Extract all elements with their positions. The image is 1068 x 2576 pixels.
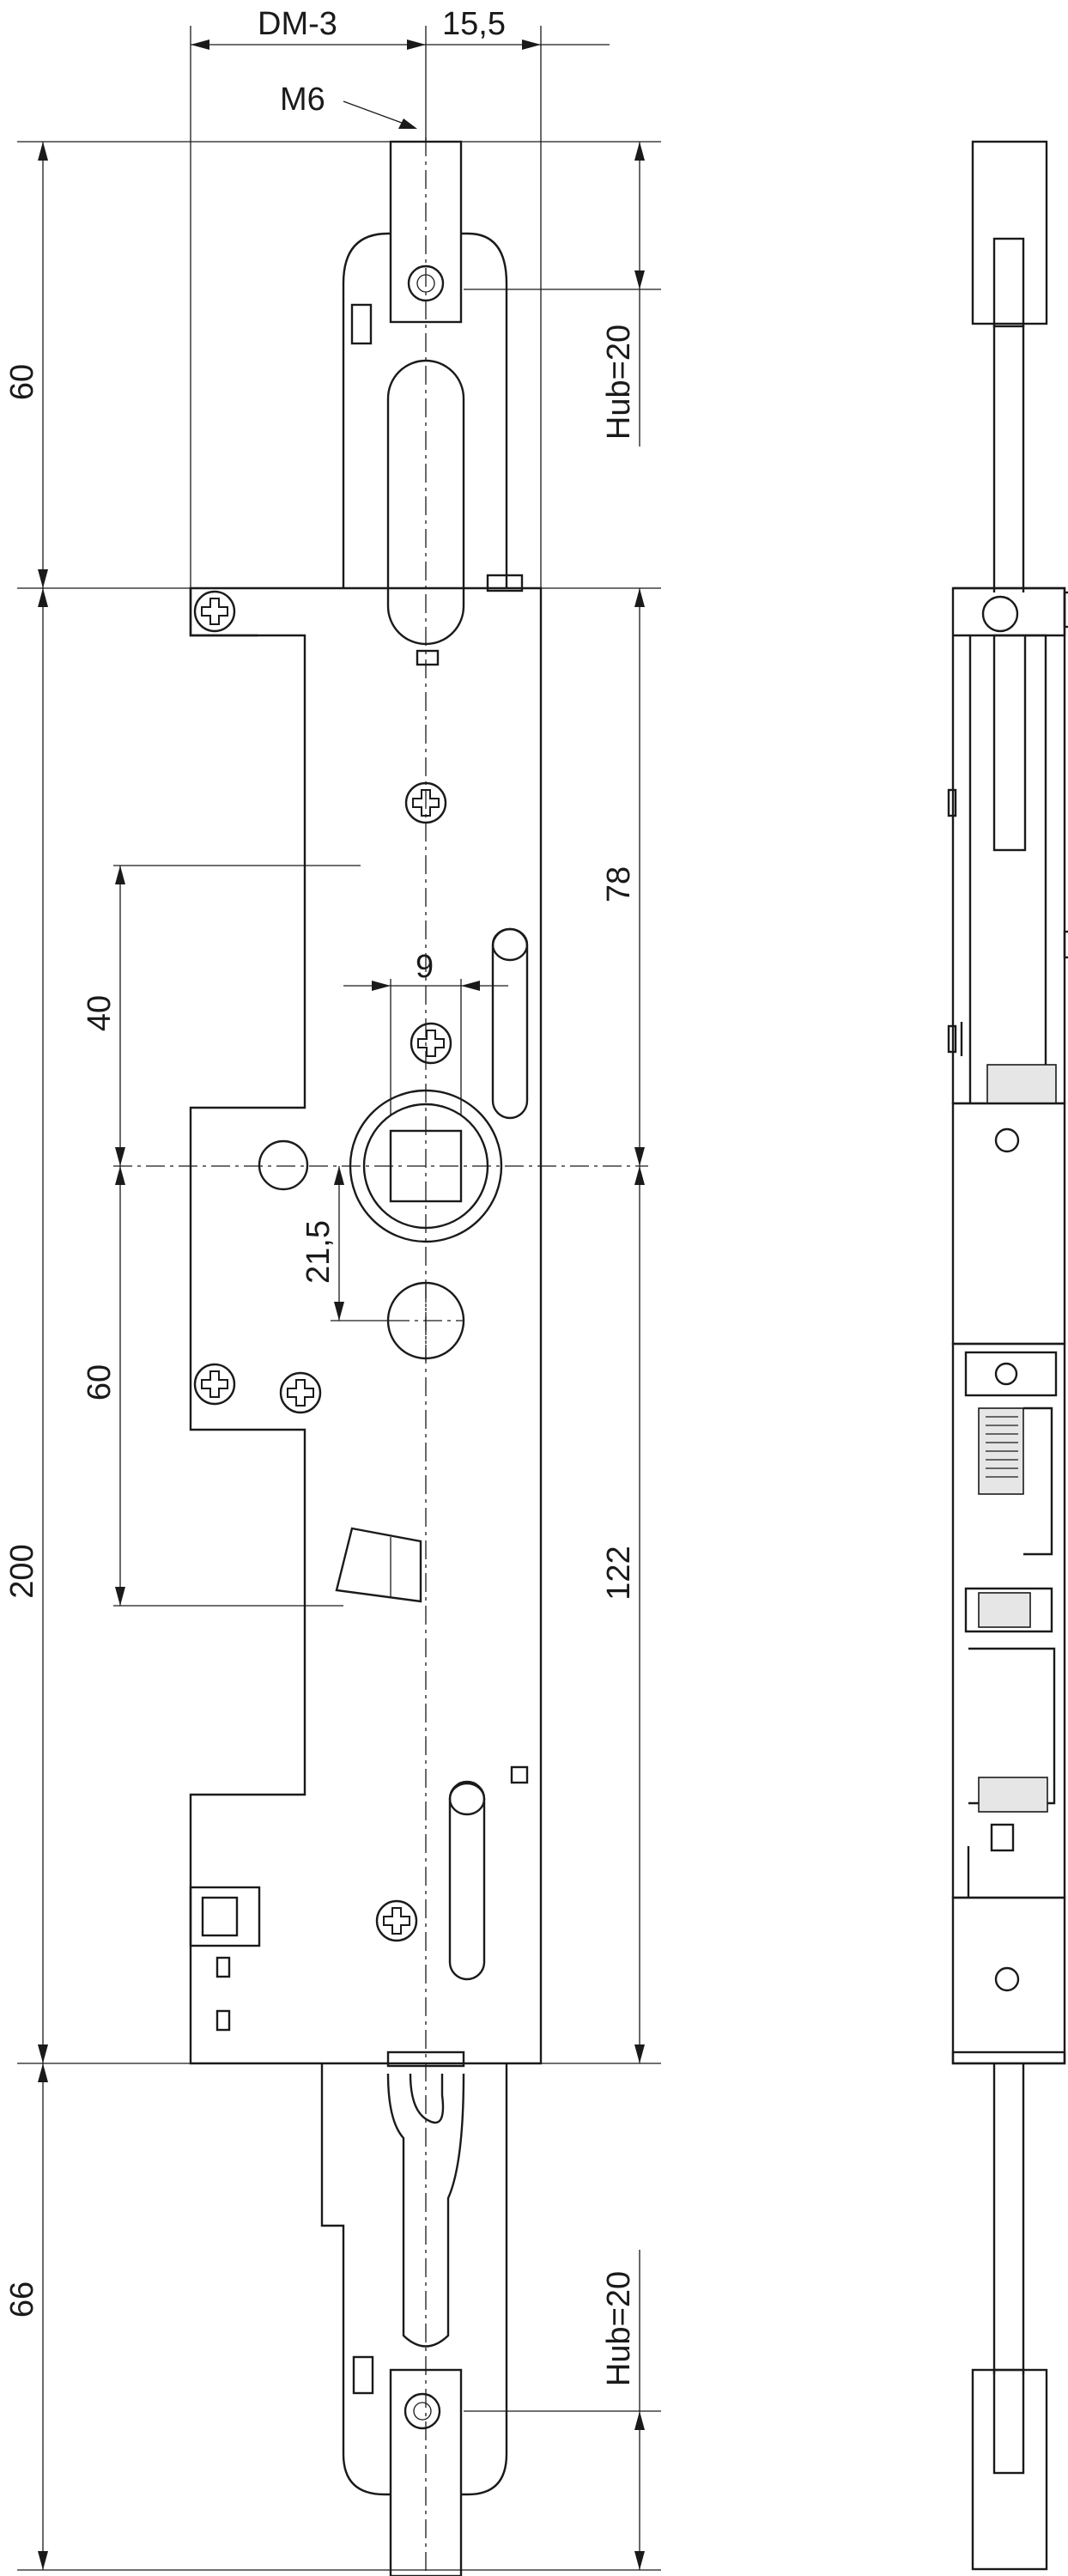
- label-spindle-width: 9: [416, 949, 434, 985]
- label-follower-top: 40: [82, 995, 118, 1031]
- label-total-height: 200: [4, 1544, 40, 1598]
- side-view: [947, 140, 1068, 2571]
- label-follower-bolt: 60: [82, 1364, 118, 1400]
- label-upper-section: 78: [601, 866, 637, 902]
- side-bottom-cap: [971, 2368, 1048, 2571]
- screw-lower: [375, 1899, 418, 1942]
- label-top-stroke: Hub=20: [601, 325, 637, 440]
- label-thread: M6: [280, 82, 325, 118]
- top-rod-window: [350, 303, 373, 345]
- label-spindle-cylinder: 21,5: [300, 1220, 337, 1284]
- label-bottom-length: 66: [4, 2281, 40, 2318]
- screw-mid: [410, 1022, 452, 1065]
- pin-hole: [258, 1139, 309, 1191]
- upper-slot: [491, 927, 529, 1120]
- side-top-cap: [971, 140, 1048, 325]
- lock-housing: [189, 586, 543, 2065]
- screw-left-2: [279, 1371, 322, 1414]
- lower-small-square: [510, 1765, 529, 1784]
- bottom-rod: [320, 2063, 508, 2496]
- bottom-rod-cam: [386, 2073, 465, 2348]
- side-lower-box: [951, 1896, 1066, 2065]
- bottom-clip: [189, 1886, 261, 1947]
- top-rod-notch: [486, 574, 524, 592]
- screw-left-1: [193, 1363, 236, 1406]
- label-backset: DM-3: [258, 6, 337, 42]
- lower-slot: [448, 1780, 486, 1981]
- bottom-rod-window: [352, 2355, 374, 2395]
- latch-trigger: [335, 1527, 422, 1603]
- bottom-m6-hole: [404, 2392, 441, 2430]
- front-view: [113, 137, 648, 2576]
- label-top-length: 60: [4, 364, 40, 400]
- side-follower-box: [951, 1102, 1066, 1346]
- top-rod-tab: [416, 649, 440, 666]
- housing-screw-top-left: [193, 590, 236, 633]
- label-bottom-stroke: Hub=20: [601, 2271, 637, 2386]
- label-lower-section: 122: [601, 1546, 637, 1600]
- dimension-labels: DM-3 15,5 M6 60 Hub=20 78 40 9 21,5 60 2…: [4, 6, 637, 2386]
- dimension-lines: [17, 26, 661, 2571]
- label-offset: 15,5: [442, 6, 506, 42]
